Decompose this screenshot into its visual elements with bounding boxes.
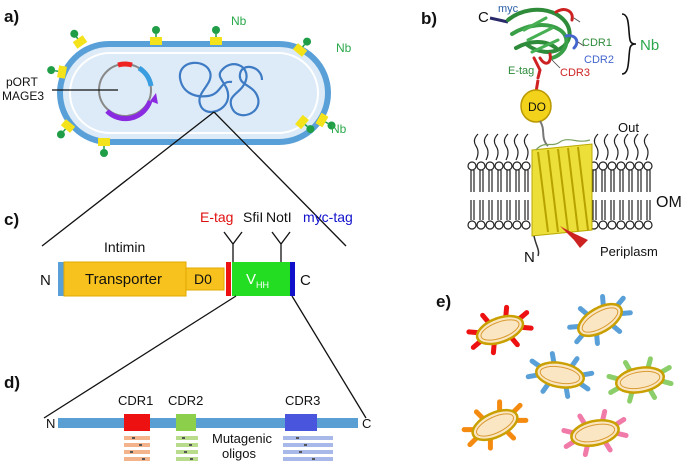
cell-inner-membrane <box>574 423 616 443</box>
c-c-term: C <box>300 272 311 289</box>
cell-inner-membrane <box>581 307 619 333</box>
b-etag-label: E-tag <box>508 65 534 77</box>
cdr3-label: CDR3 <box>285 393 320 408</box>
transporter-label: Transporter <box>85 271 162 288</box>
nanobody-structure <box>506 7 579 80</box>
b-periplasm-label: Periplasm <box>600 244 658 259</box>
b-out-label: Out <box>618 120 639 135</box>
cell-envelope <box>570 418 620 448</box>
sfil-site-marker <box>223 231 243 262</box>
panel-e: e) <box>436 292 674 458</box>
panel-e-label: e) <box>436 292 451 311</box>
bacterial-cell-5 <box>461 399 529 451</box>
mutagenic-label-1: Mutagenic <box>212 431 272 446</box>
b-c-term: C <box>478 9 489 26</box>
d0-domain <box>185 267 225 291</box>
panel-a-label: a) <box>4 7 19 26</box>
b-cdr3-label: CDR3 <box>560 67 590 79</box>
bacterial-cell-3 <box>525 351 595 399</box>
plasmid-label-1: pORT <box>6 75 38 89</box>
b-n-term: N <box>524 249 535 266</box>
lipid-legs <box>470 170 651 220</box>
panel-c-label: c) <box>4 210 19 229</box>
cdr3-block <box>285 414 317 431</box>
d-n-term: N <box>46 416 55 431</box>
cdr2-block <box>176 414 196 431</box>
cell-inner-membrane <box>619 370 661 390</box>
nb-label-right: Nb <box>336 41 352 55</box>
cell-envelope <box>615 366 665 394</box>
cdr-leader-lines <box>551 17 585 69</box>
b-d0-label: DO <box>528 100 546 114</box>
lipid-tails-top <box>473 133 649 161</box>
oligos-cdr3 <box>283 436 333 461</box>
d0-ellipse <box>520 89 552 123</box>
myc-segment <box>290 262 295 296</box>
cell-envelope <box>475 314 525 346</box>
nb-label-top: Nb <box>231 14 247 28</box>
panel-a: a) pORT MAGE3 Nb <box>2 7 352 157</box>
panel-d: d) N C CDR1 CDR2 CDR3 Mutagenic oligos <box>4 373 371 461</box>
sfil-label: SfiI <box>243 209 263 225</box>
cell-envelope <box>577 302 623 338</box>
d0-stalk <box>539 120 549 147</box>
n-cap <box>58 262 64 296</box>
cdr2-label: CDR2 <box>168 393 203 408</box>
zoom-line-a-left <box>41 111 215 247</box>
surface-nanobodies <box>47 26 336 157</box>
myc-tail <box>489 16 509 24</box>
bacterial-cell-6 <box>561 408 629 458</box>
lipid-heads-bottom <box>467 220 653 230</box>
panel-c: c) Intimin N Transporter D0 VHH C E-tag … <box>4 209 353 297</box>
cdr1-block <box>124 414 150 431</box>
panel-b: b) C myc CDR1 CDR2 CDR3 E-tag Nb DO Out <box>421 3 682 266</box>
etag-label: E-tag <box>200 209 233 225</box>
cell-inner-membrane <box>539 365 581 385</box>
d-c-term: C <box>362 416 371 431</box>
d0-label: D0 <box>194 271 212 287</box>
lipid-heads-top <box>467 161 653 171</box>
intimin-label: Intimin <box>104 239 145 255</box>
notl-label: NotI <box>266 209 292 225</box>
panel-b-label: b) <box>421 9 437 28</box>
cell-inner-membrane <box>480 319 520 341</box>
myctag-label: myc-tag <box>303 209 353 225</box>
cell-envelope <box>471 408 519 442</box>
notl-site-marker <box>271 231 291 262</box>
nb-label-bottom: Nb <box>331 122 347 136</box>
c-n-term: N <box>40 272 51 289</box>
bacterial-cell-1 <box>466 304 534 356</box>
b-nb-label: Nb <box>640 37 659 54</box>
etag-segment <box>226 262 231 296</box>
bacterial-cell-inner <box>69 52 319 134</box>
oligos-cdr1 <box>124 436 150 461</box>
panel-d-label: d) <box>4 373 20 392</box>
chromosome <box>178 61 264 117</box>
nb-brace <box>621 13 637 75</box>
cell-envelope <box>535 361 585 389</box>
cdr1-label: CDR1 <box>118 393 153 408</box>
b-cdr2-label: CDR2 <box>584 54 614 66</box>
mutagenic-label-2: oligos <box>222 446 256 461</box>
vhh-domain <box>232 262 290 296</box>
plasmid-label-2: MAGE3 <box>2 89 44 103</box>
zoom-line-c-left <box>43 295 237 419</box>
b-om-label: OM <box>656 194 682 211</box>
bacterial-cell-2 <box>567 294 633 346</box>
vhh-label: VHH <box>246 271 269 290</box>
outer-membrane <box>467 133 653 230</box>
beta-barrel <box>531 139 593 257</box>
zoom-line-c-right <box>291 295 367 419</box>
transporter-domain <box>63 261 187 297</box>
oligos-cdr2 <box>176 436 198 461</box>
bacterial-cell-4 <box>606 356 674 404</box>
b-myc-label: myc <box>498 3 519 15</box>
zoom-line-a-right <box>213 111 347 247</box>
vhh-chain <box>58 418 358 428</box>
cell-inner-membrane <box>476 413 514 437</box>
b-cdr1-label: CDR1 <box>582 37 612 49</box>
